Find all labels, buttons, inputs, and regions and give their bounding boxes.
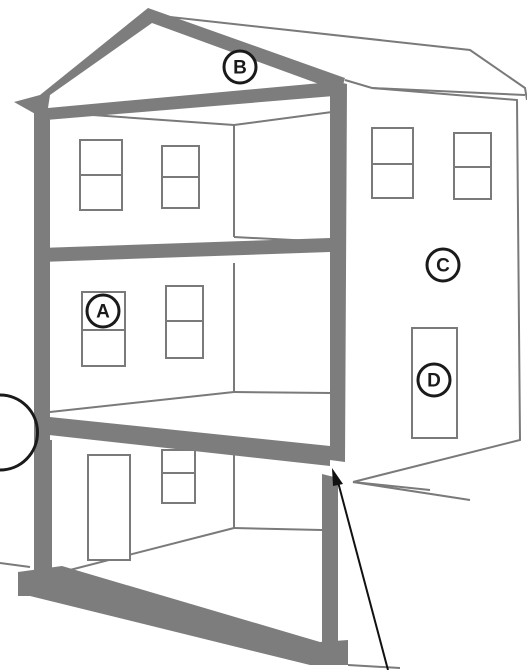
roof-gable bbox=[14, 8, 345, 120]
center-wall bbox=[330, 80, 347, 462]
window-basement bbox=[162, 450, 195, 503]
basement-right-wall bbox=[322, 474, 338, 660]
basement-slab bbox=[18, 566, 348, 665]
label-c-text: C bbox=[436, 256, 450, 277]
window-top-left-1 bbox=[80, 140, 122, 210]
label-a: A bbox=[87, 295, 119, 327]
window-mid-left-2 bbox=[166, 286, 203, 358]
label-d: D bbox=[418, 364, 450, 396]
label-d-text: D bbox=[427, 371, 441, 392]
label-b: B bbox=[224, 51, 256, 83]
partial-label-circle bbox=[0, 395, 38, 470]
upper-floor bbox=[40, 238, 330, 262]
window-side-2 bbox=[454, 133, 491, 199]
basement-left-wall bbox=[40, 440, 52, 578]
window-top-left-2 bbox=[162, 146, 199, 208]
pointer-arrow bbox=[332, 468, 388, 670]
label-b-text: B bbox=[233, 58, 247, 79]
window-side-1 bbox=[372, 128, 413, 198]
label-a-text: A bbox=[96, 302, 110, 323]
door-basement bbox=[88, 455, 130, 560]
label-c: C bbox=[427, 249, 459, 281]
